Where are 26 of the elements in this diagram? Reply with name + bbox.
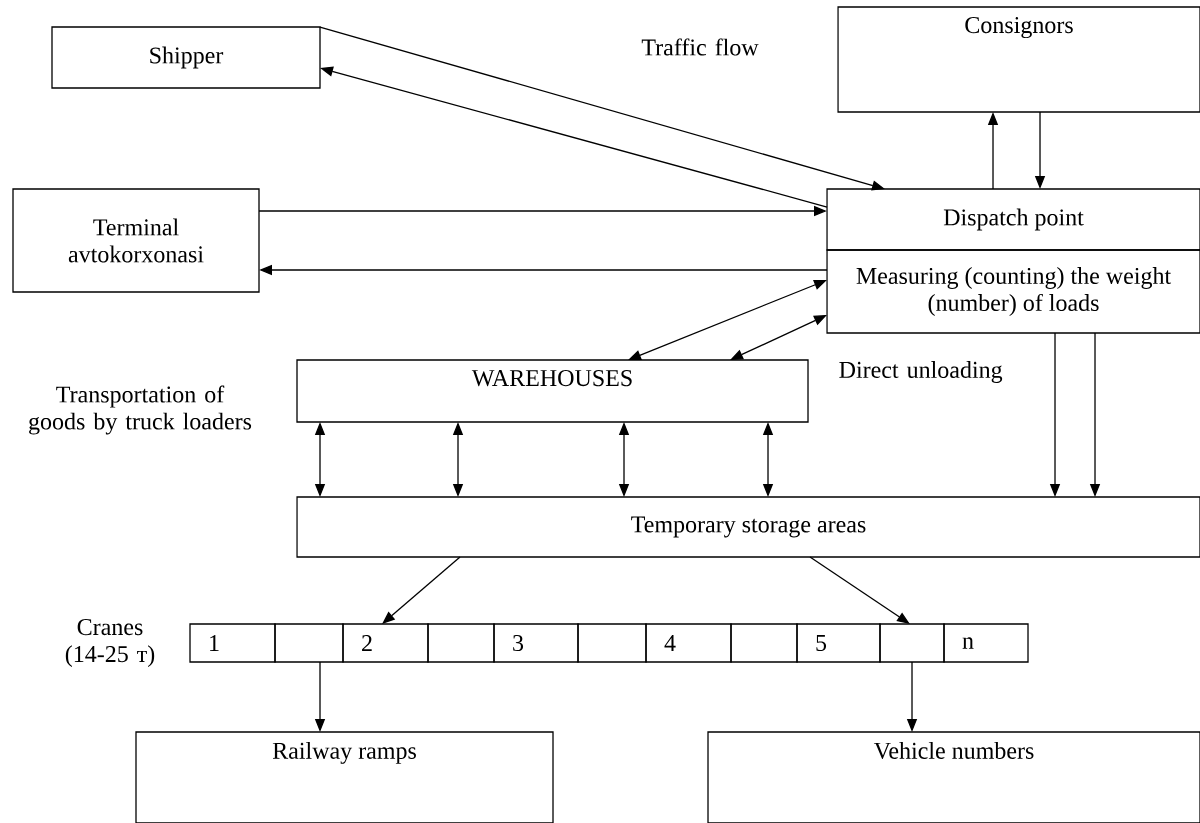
process-box: WAREHOUSES: [296, 359, 809, 423]
arrow: [382, 556, 461, 624]
label-text: Cranes (14-25 т): [65, 619, 155, 667]
crane-cell: 3: [493, 623, 579, 663]
crane-cell: [730, 623, 798, 663]
label-text: Direct unloading: [839, 361, 1003, 383]
process-box: Railway ramps: [135, 731, 554, 823]
crane-cell: 4: [645, 623, 732, 663]
process-box: Consignors: [837, 6, 1200, 113]
label-text: Traffic flow: [641, 38, 759, 56]
process-box: Temporary storage areas: [296, 496, 1200, 558]
process-box: Dispatch point: [826, 188, 1200, 251]
crane-cell: 5: [796, 623, 881, 663]
arrow: [809, 556, 910, 624]
crane-cell: 1: [189, 623, 276, 663]
crane-cell: [577, 623, 647, 663]
process-box: Terminal avtokorxonasi: [12, 188, 260, 293]
label-text: Transportation of goods by truck loaders: [29, 385, 252, 435]
crane-cell: n: [943, 623, 1029, 663]
process-box: Measuring (counting) the weight (number) of loads: [826, 249, 1200, 334]
process-box: Shipper: [51, 26, 321, 89]
process-box: Vehicle numbers: [707, 731, 1200, 823]
crane-cell: [274, 623, 344, 663]
crane-cell: 2: [342, 623, 429, 663]
crane-cell: [879, 623, 945, 663]
crane-cell: [427, 623, 495, 663]
